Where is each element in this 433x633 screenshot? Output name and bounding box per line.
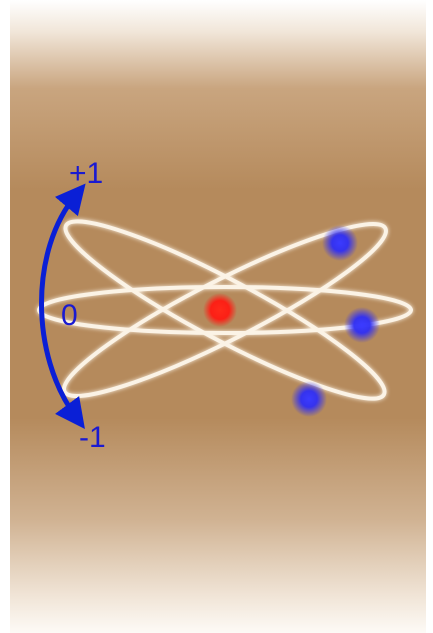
- label-minus-one: -1: [79, 421, 106, 454]
- electron-middle: [344, 307, 380, 343]
- nucleus: [203, 293, 237, 327]
- electron-lower: [291, 381, 327, 417]
- label-plus-one: +1: [69, 157, 103, 190]
- label-zero: 0: [61, 299, 78, 332]
- electron-upper: [322, 225, 358, 261]
